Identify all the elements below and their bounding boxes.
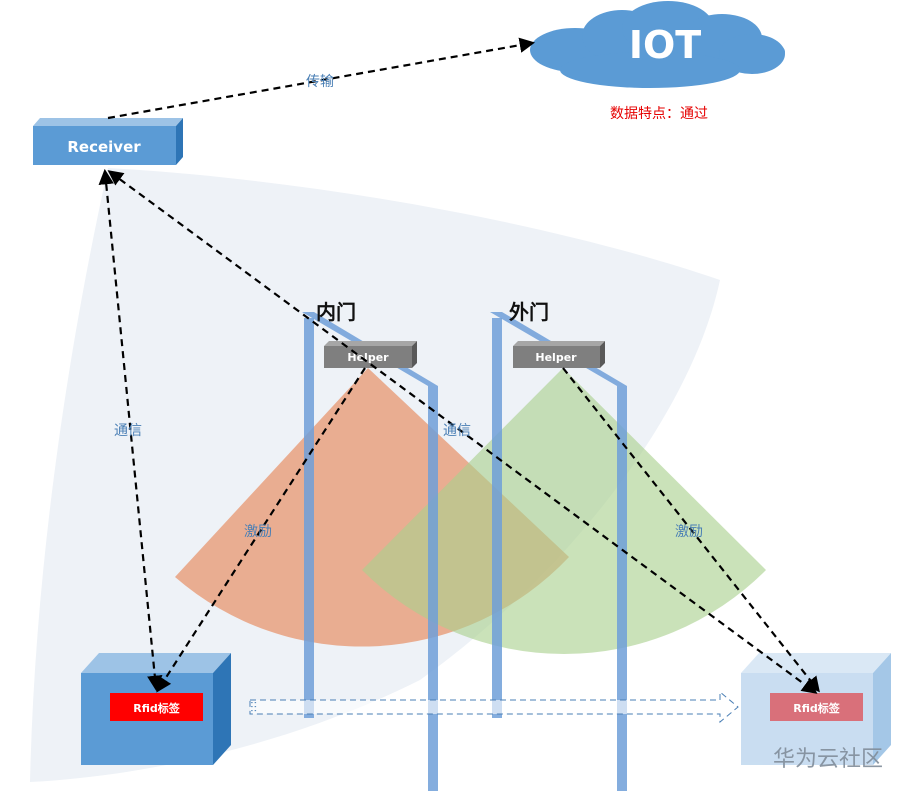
left-rfid-tag-label: Rfid标签 (133, 701, 180, 715)
excite-arrow-left (156, 367, 366, 693)
right-rfid-tag-label: Rfid标签 (793, 701, 840, 715)
inner-door-label: 内门 (316, 300, 356, 324)
iot-label: IOT (629, 23, 701, 67)
right-rfid-tag[interactable] (770, 693, 863, 721)
excite-arrow-right (562, 367, 820, 693)
transmit-label: 传输 (306, 74, 334, 90)
outer-door-helper-label: Helper (535, 351, 577, 364)
excite-right-label: 激励 (675, 523, 703, 540)
watermark-text: 华为云社区 (773, 747, 883, 772)
data-feature-text: 数据特点：通过 (610, 106, 708, 122)
movement-arrow-tail-mark: ⫶⫶ (250, 700, 257, 716)
receiver-label: Receiver (67, 138, 141, 156)
movement-arrow (249, 690, 739, 724)
comm-mid-label: 通信 (443, 423, 471, 439)
comm-left-label: 通信 (114, 423, 142, 439)
comm-arrow-diagonal (107, 170, 818, 694)
excite-left-label: 激励 (244, 523, 272, 540)
iot-cloud[interactable] (530, 1, 785, 88)
receiver-box[interactable] (33, 118, 183, 165)
left-rfid-tag[interactable] (110, 693, 203, 721)
outer-door-label: 外门 (509, 300, 549, 324)
